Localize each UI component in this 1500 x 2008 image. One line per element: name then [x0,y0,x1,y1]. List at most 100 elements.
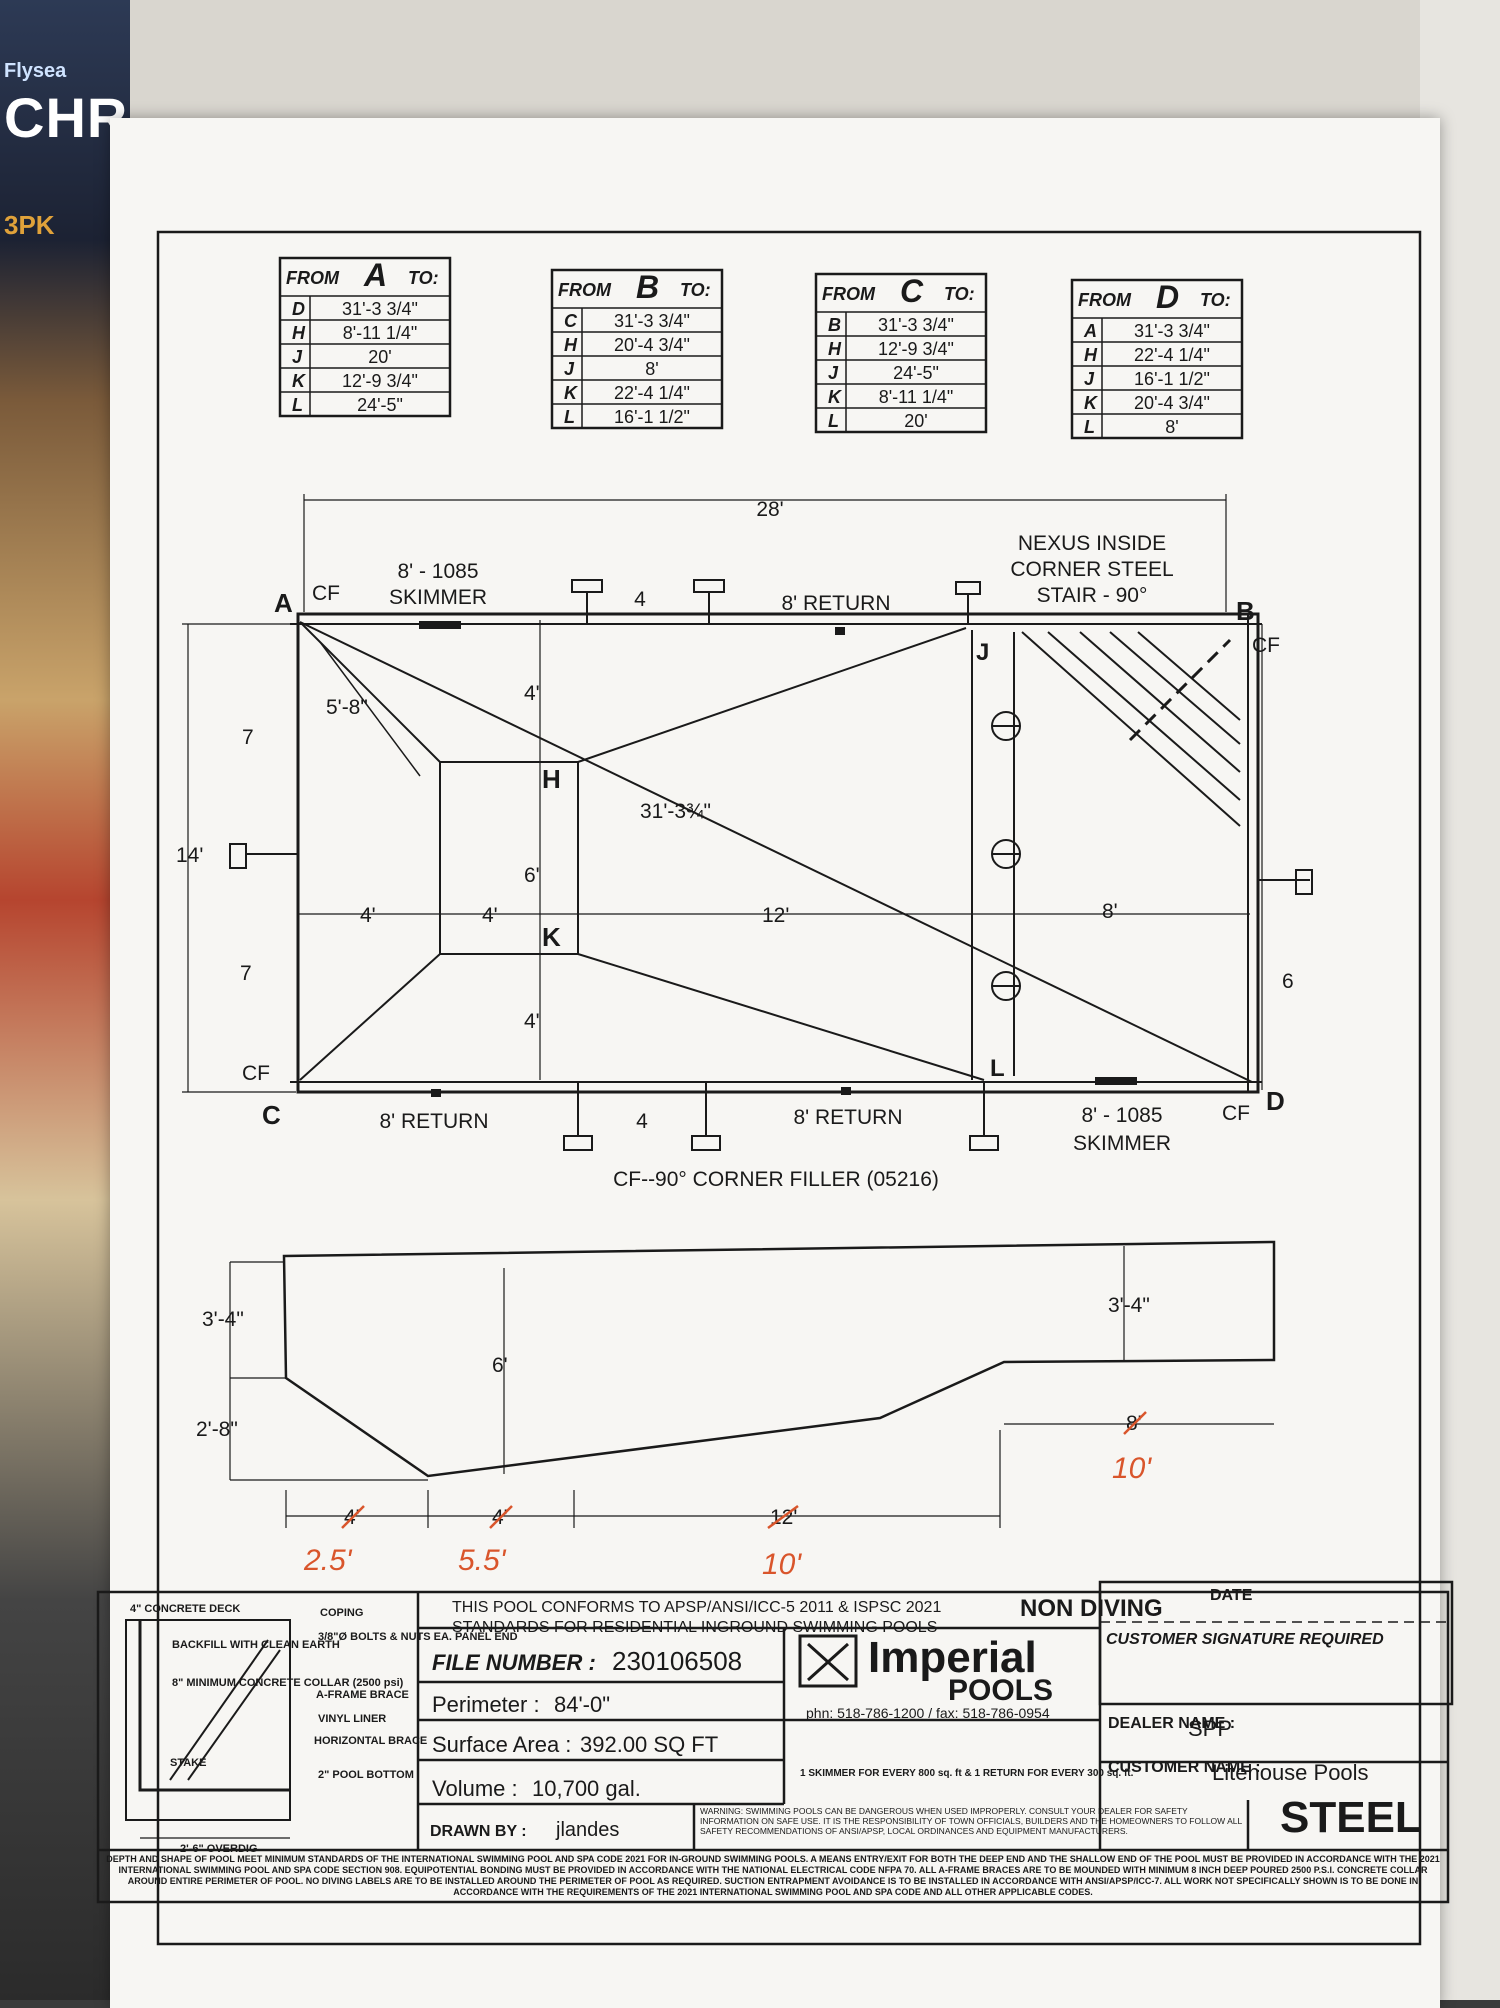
table-frame [1070,278,1244,440]
overall-length: 28' [756,498,783,521]
table-cell-point: J [1084,369,1095,389]
skimmer-top-2: SKIMMER [389,586,487,609]
return-top: 8' RETURN [781,592,890,615]
corner-d: D [1266,1086,1285,1116]
perimeter-value: 84'-0" [554,1692,610,1717]
file-label: FILE NUMBER : [432,1650,596,1675]
point-h: H [542,764,561,794]
point-j: J [976,639,989,666]
volume-value: 10,700 gal. [532,1776,641,1801]
table-from-letter: B [636,269,659,305]
background-brand-mid: CHR [4,86,129,149]
hand-seg1: 2.5' [303,1544,353,1577]
table-cell-point: B [828,315,841,335]
table-cell-distance: 24'-5" [893,363,939,383]
table-cell-distance: 8' [645,359,658,379]
corner-b: B [1236,596,1255,626]
non-diving: NON DIVING [1020,1595,1163,1622]
table-cell-point: K [828,387,843,407]
table-cell-point: J [828,363,839,383]
warning-text: WARNING: SWIMMING POOLS CAN BE DANGEROUS… [700,1806,1242,1836]
table-cell-distance: 20'-4 3/4" [614,335,690,355]
area-label: Surface Area : [432,1732,571,1757]
table-cell-distance: 8' [1165,417,1178,437]
section-labels: 4" CONCRETE DECK BACKFILL WITH CLEAN EAR… [130,1603,518,1855]
label-aframe: A-FRAME BRACE [316,1689,409,1701]
table-to-label: TO: [408,268,439,288]
cf-a: CF [312,582,340,605]
table-cell-point: J [292,347,303,367]
perimeter-label: Perimeter : [432,1692,540,1717]
right-side: 6 [1282,970,1294,993]
point-k: K [542,922,561,952]
table-cell-distance: 24'-5" [357,395,403,415]
table-cell-distance: 16'-1 1/2" [614,407,690,427]
label-overdig: 2'-6" OVERDIG [180,1843,258,1855]
document-sheet [110,118,1440,2008]
table-cell-distance: 31'-3 3/4" [614,311,690,331]
label-bottom: 2" POOL BOTTOM [318,1769,414,1781]
stair-label-3: STAIR - 90° [1037,584,1148,607]
dim-12: 12' [762,904,789,927]
plan-view [182,494,1313,1151]
corner-c: C [262,1100,281,1130]
table-cell-point: H [828,339,842,359]
imperial-logo-icon [798,1634,858,1688]
date-label: DATE [1210,1587,1253,1604]
spacing-top: 4 [634,588,646,611]
label-hbrace: HORIZONTAL BRACE [314,1735,427,1747]
dim-6: 6' [524,864,540,887]
drawn-label: DRAWN BY : [430,1823,527,1840]
label-backfill: BACKFILL WITH CLEAN EARTH [172,1639,340,1651]
drawing-border [156,230,1422,1946]
drop: 2'-8" [196,1418,238,1441]
dealer-label: DEALER NAME : [1108,1715,1235,1732]
point-l: L [990,1055,1005,1082]
table-from-label: FROM [1078,290,1132,310]
label-coping: COPING [320,1607,363,1619]
return-bottom-left: 8' RETURN [379,1110,488,1133]
table-to-label: TO: [1200,290,1231,310]
table-cell-point: H [1084,345,1098,365]
width-14: 14' [176,844,203,867]
table-cell-distance: 31'-3 3/4" [878,315,954,335]
table-cell-distance: 31'-3 3/4" [1134,321,1210,341]
deep-depth: 6' [492,1354,508,1377]
dim-4-left: 4' [360,904,376,927]
dim-8: 8' [1102,900,1118,923]
phone: phn: 518-786-1200 / fax: 518-786-0954 [806,1705,1050,1721]
footer-note: DEPTH AND SHAPE OF POOL MEET MINIMUM STA… [106,1854,1440,1897]
left-upper: 7 [242,726,254,749]
table-cell-point: H [564,335,578,355]
plan-labels: 28' 8' - 1085 SKIMMER 4 8' RETURN NEXUS … [176,498,1294,1191]
drawn-by: jlandes [555,1819,619,1841]
cf-d: CF [1222,1102,1250,1125]
shallow-depth: 3'-4" [202,1308,244,1331]
title-block [96,1580,1454,1904]
table-to-label: TO: [680,280,711,300]
conforms-line-2: STANDARDS FOR RESIDENTIAL INGROUND SWIMM… [452,1619,937,1636]
table-cell-point: K [292,371,307,391]
skimmer-top-1: 8' - 1085 [397,560,478,583]
table-cell-point: L [292,395,303,415]
dim-4-mid: 4' [482,904,498,927]
skimmer-bottom-2: SKIMMER [1073,1132,1171,1155]
table-to-label: TO: [944,284,975,304]
material: STEEL [1280,1793,1422,1842]
cf-b: CF [1252,634,1280,657]
table-frame [278,256,452,418]
label-collar: 8" MINIMUM CONCRETE COLLAR (2500 psi) [172,1677,404,1689]
table-cell-distance: 22'-4 1/4" [1134,345,1210,365]
left-lower: 7 [240,962,252,985]
profile-view [229,1240,1276,1528]
table-cell-point: A [1083,321,1097,341]
dealer-value: SPP [1188,1716,1232,1741]
brand-sub: POOLS [948,1674,1053,1707]
table-from-label: FROM [822,284,876,304]
profile-labels: 3'-4" 2'-8" 6' 3'-4" 4' 4' 12' 8' [196,1294,1150,1529]
table-cell-point: D [292,299,305,319]
